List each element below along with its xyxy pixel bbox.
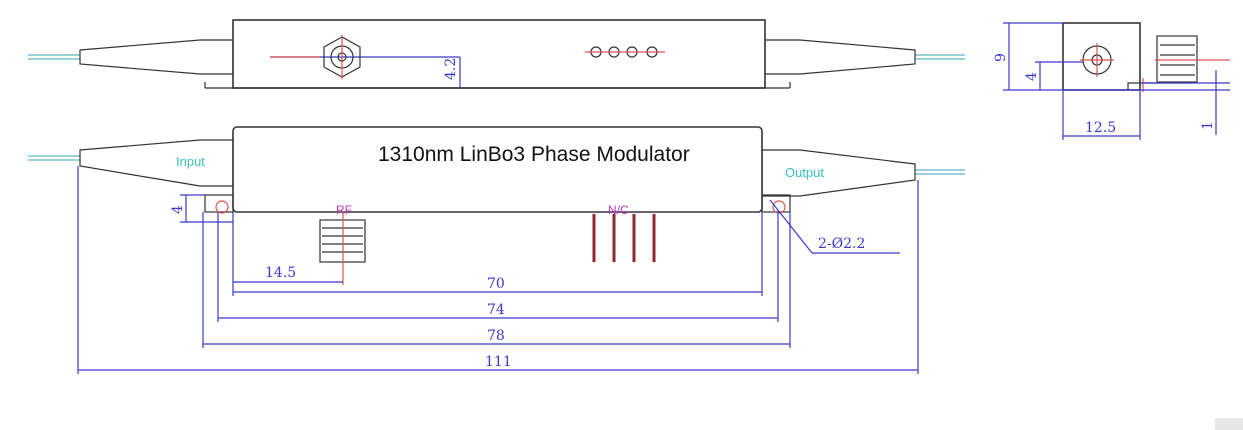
dim-top-height: 4.2	[443, 58, 459, 80]
dim-flange-length: 78	[487, 328, 505, 344]
dim-total-length: 111	[485, 354, 512, 370]
dim-side-connector-height: 4	[1024, 72, 1040, 81]
dim-rf-offset: 14.5	[265, 265, 296, 281]
nc-label: N/C	[608, 203, 629, 217]
nc-pins	[592, 214, 656, 262]
left-fiber-boot	[79, 39, 234, 75]
right-fiber-boot	[764, 39, 916, 75]
rf-connector	[319, 212, 366, 285]
mount-hole-left	[215, 200, 229, 214]
dim-hole-spacing: 74	[487, 302, 505, 318]
front-view: 1310nm LinBo3 Phase Modulator Input Outp…	[28, 126, 965, 374]
side-view: 9 4 12.5 1	[993, 22, 1230, 140]
dim-body-length: 70	[487, 276, 505, 292]
input-label: Input	[176, 154, 205, 169]
modulator-body	[232, 126, 763, 213]
drawing-title: 1310nm LinBo3 Phase Modulator	[378, 143, 690, 166]
dim-side-height: 9	[993, 53, 1009, 62]
side-rf-connector	[1156, 35, 1198, 83]
hole-callout: 2-Ø2.2	[818, 236, 865, 252]
pins-top	[585, 46, 665, 58]
dim-side-flange: 1	[1200, 121, 1216, 130]
dim-side-width: 12.5	[1085, 120, 1116, 136]
top-body	[232, 19, 766, 89]
top-view: 4.2	[28, 19, 965, 89]
output-label: Output	[785, 165, 824, 180]
dim-hole-offset: 4	[170, 205, 186, 214]
rf-label: RF	[336, 203, 352, 217]
mount-hole-right	[772, 200, 786, 214]
corner-marker	[1215, 418, 1243, 430]
